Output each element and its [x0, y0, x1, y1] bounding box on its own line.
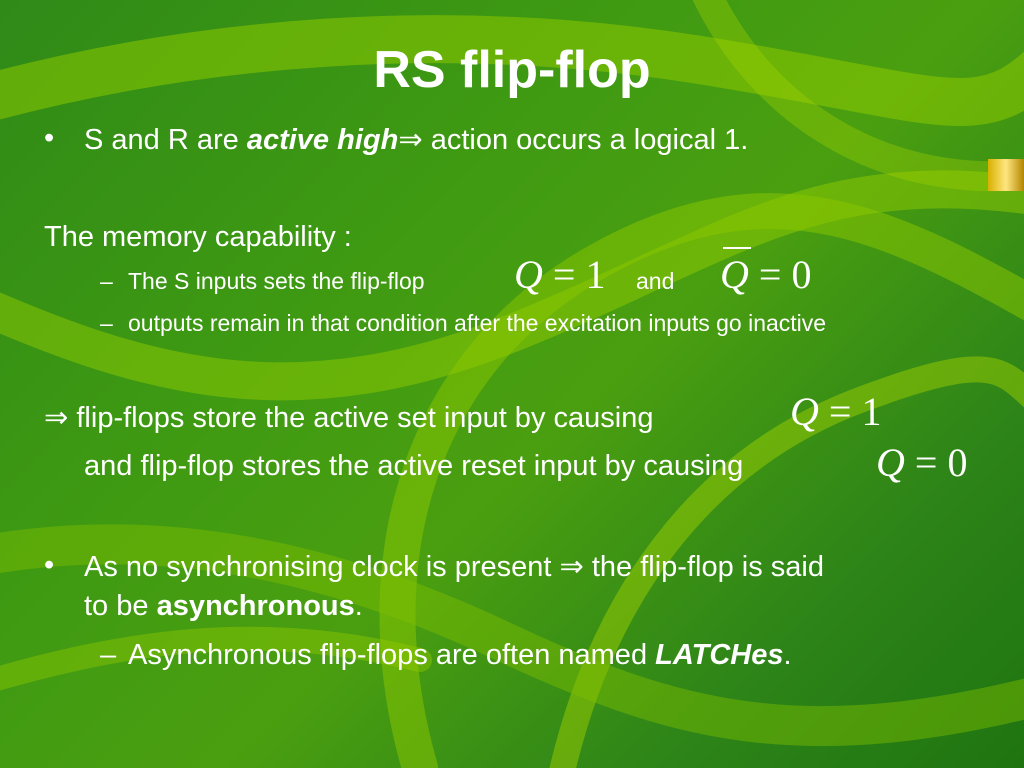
q-equals-value: = 1: [542, 252, 606, 297]
sub-dash: –: [100, 639, 117, 671]
q-equals-value: = 0: [904, 440, 968, 485]
implies-line-2-text: and flip-flop stores the active reset in…: [84, 450, 744, 482]
q-equals-value: = 1: [818, 389, 882, 434]
bullet-2-line-2-prefix: to be: [84, 590, 157, 622]
bullet-1: •: [44, 122, 54, 155]
latches-line: Asynchronous flip-flops are often named …: [128, 639, 792, 672]
equation-qbar-equals-0: Q = 0: [720, 247, 812, 297]
sub-1-text: The S inputs sets the flip-flop: [128, 268, 425, 294]
sub-dash: –: [100, 268, 113, 294]
asynchronous-emphasis: asynchronous: [156, 590, 355, 622]
bullet-dot: •: [44, 122, 55, 154]
slide-title: RS flip-flop: [373, 41, 651, 99]
bullet-2-line-2: to be asynchronous.: [84, 590, 363, 623]
equation-q-equals-1: Q = 1: [514, 255, 605, 295]
latches-suffix: .: [783, 639, 792, 671]
q-variable: Q: [876, 440, 905, 485]
memory-heading: The memory capability :: [44, 221, 352, 253]
bullet-2: •: [44, 549, 54, 582]
bullet-1-text: S and R are active high⇒ action occurs a…: [84, 122, 748, 157]
gold-tab-accent: [988, 159, 1024, 191]
and-label: and: [636, 268, 675, 294]
q-variable: Q: [790, 389, 819, 434]
q-bar-variable: Q: [720, 247, 751, 297]
q-bar-equals-value: = 0: [748, 252, 812, 297]
equation-q-equals-0: Q = 0: [876, 443, 967, 483]
implies-line-1-text: flip-flops store the active set input by…: [68, 402, 654, 434]
bullet-1-prefix: S and R are: [84, 124, 247, 156]
bullet-2-line-1: As no synchronising clock is present ⇒ t…: [84, 549, 824, 584]
latches-emphasis: LATCHes: [655, 639, 784, 671]
implies-arrow: ⇒: [44, 402, 69, 434]
equation-q-equals-1: Q = 1: [790, 392, 881, 432]
bullet-2-line-1-prefix: As no synchronising clock is present: [84, 551, 560, 583]
latches-prefix: Asynchronous flip-flops are often named: [128, 639, 656, 671]
implies-arrow: ⇒: [398, 124, 423, 156]
bullet-1-suffix: action occurs a logical 1.: [422, 124, 749, 156]
active-high-emphasis: active high: [246, 124, 399, 156]
sub-2-text: outputs remain in that condition after t…: [128, 310, 827, 336]
sub-dash: –: [100, 310, 113, 336]
implies-line-1: ⇒ flip-flops store the active set input …: [44, 400, 653, 435]
q-variable: Q: [514, 252, 543, 297]
bullet-2-line-1-suffix: the flip-flop is said: [583, 551, 824, 583]
bullet-2-line-2-suffix: .: [354, 590, 363, 622]
bullet-dot: •: [44, 549, 55, 581]
implies-arrow: ⇒: [559, 551, 584, 583]
